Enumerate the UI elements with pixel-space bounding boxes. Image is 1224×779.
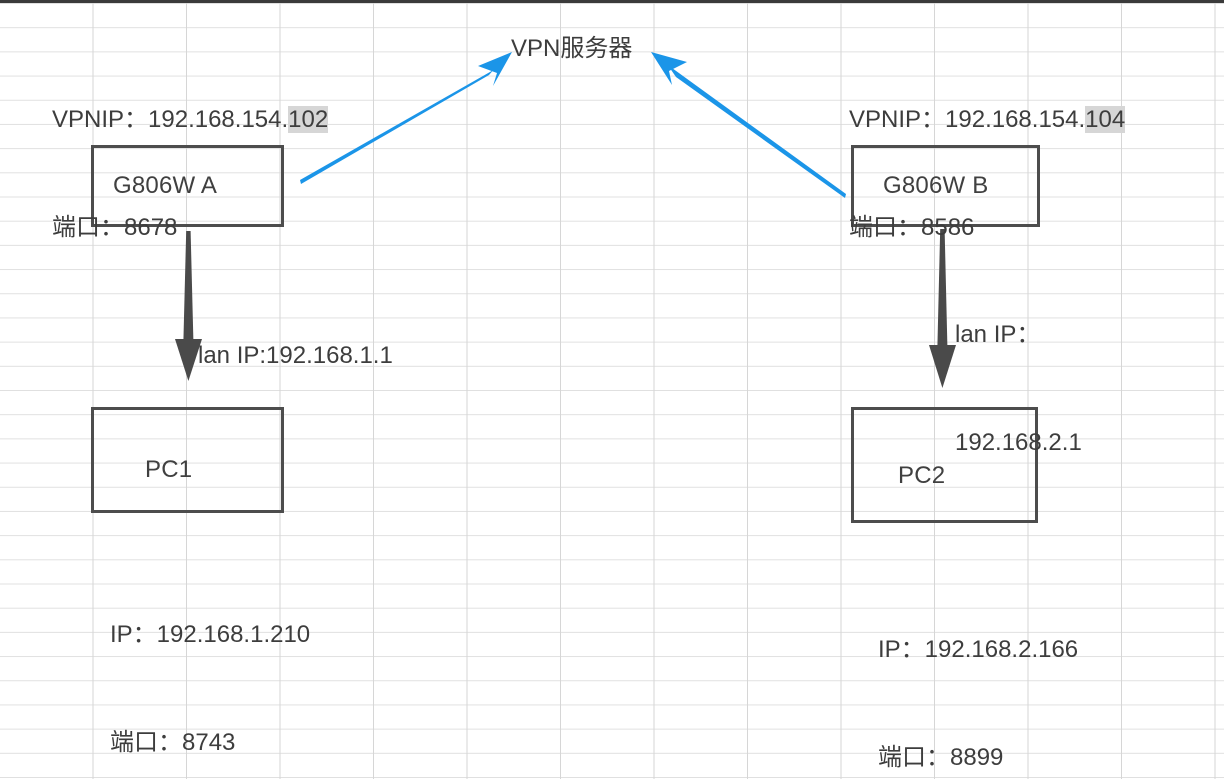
right-pc-ip-line: IP：192.168.2.166 [878, 636, 1079, 663]
left-vpn-ip-text: VPNIP：192.168.154. [52, 106, 289, 133]
right-vpn-info: VPNIP：192.168.154.104 端口：8586 [849, 30, 1126, 318]
left-pc-port-line: 端口：8743 [110, 729, 236, 756]
right-lan-info: lan IP： 192.168.2.1 [955, 245, 1082, 533]
left-vpn-ip-line: VPNIP：192.168.154.102 [52, 102, 329, 138]
left-pc-info: IP：192.168.1.210 端口：8743 [110, 545, 310, 779]
router-left-label: G806W A [113, 172, 218, 199]
router-right-label: G806W B [883, 172, 989, 199]
pc-left-label: PC1 [145, 456, 193, 483]
pc-right-label: PC2 [898, 462, 946, 489]
left-pc-ip-line: IP：192.168.1.210 [110, 621, 311, 648]
pc-box-right[interactable] [851, 407, 1038, 523]
right-lan-line-1: lan IP： [955, 321, 1041, 348]
right-vpn-port-line: 端口：8586 [849, 214, 975, 241]
right-vpn-ip-text: VPNIP：192.168.154. [849, 106, 1086, 133]
vpn-server-label: VPN服务器 [511, 35, 633, 62]
left-lan-line-1: lan IP:192.168.1.1 [198, 342, 393, 369]
pc-box-left[interactable] [91, 407, 284, 513]
right-vpn-ip-highlight: 104 [1085, 106, 1126, 133]
router-box-left[interactable] [91, 145, 284, 227]
left-vpn-ip-highlight: 102 [288, 106, 329, 133]
right-pc-port-line: 端口：8899 [878, 744, 1004, 771]
right-vpn-ip-line: VPNIP：192.168.154.104 [849, 102, 1126, 138]
right-lan-line-2: 192.168.2.1 [955, 429, 1082, 456]
left-vpn-port-line: 端口：8678 [52, 214, 178, 241]
router-box-right[interactable] [851, 145, 1040, 227]
right-pc-info: IP：192.168.2.166 端口：8899 [878, 560, 1078, 779]
arrow-right-router-to-vpn [651, 52, 846, 198]
arrow-left-router-to-vpn [300, 52, 512, 184]
left-lan-info: lan IP:192.168.1.1 [198, 266, 393, 446]
